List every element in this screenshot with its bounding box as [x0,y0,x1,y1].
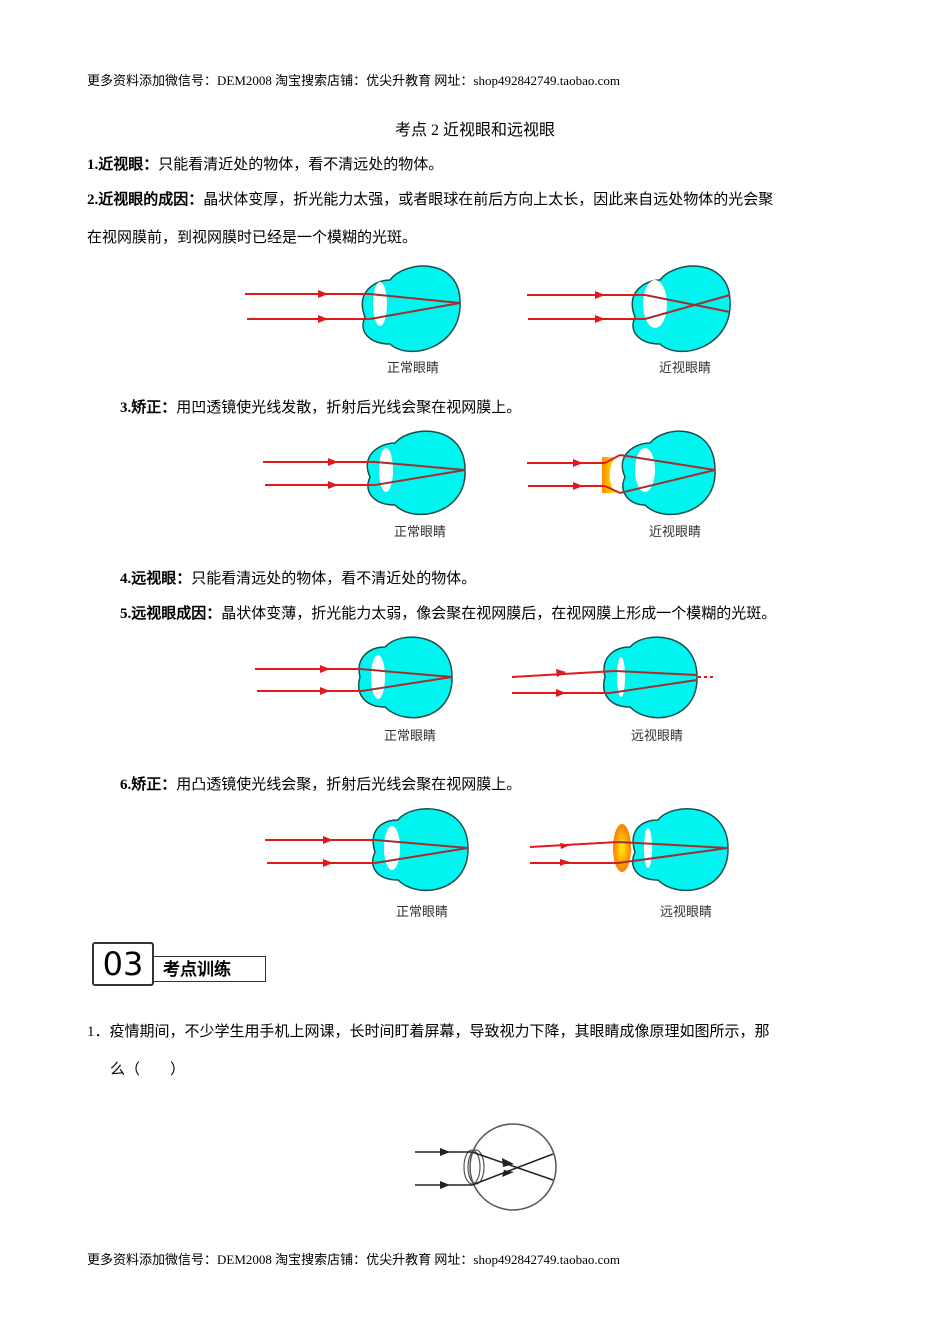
caption-hyperopic-eye: 远视眼睛 [660,905,713,920]
point-6: 6.矫正：用凸透镜使光线会聚，折射后光线会聚在视网膜上。 [120,773,521,794]
point-2-cont: 在视网膜前，到视网膜时已经是一个模糊的光斑。 [87,230,418,246]
caption-normal-eye: 正常眼睛 [384,729,437,744]
caption-normal-eye: 正常眼睛 [394,525,447,540]
point-label: 5.远视眼成因： [120,606,222,622]
figure-concave-correction [263,430,716,516]
point-text: 只能看清近处的物体，看不清远处的物体。 [158,157,444,173]
point-label: 1.近视眼： [87,157,159,173]
point-text: 晶状体变薄，折光能力太弱，像会聚在视网膜后，在视网膜上形成一个模糊的光斑。 [221,606,777,622]
normal-eye-diagram [265,808,469,892]
point-label: 3.矫正： [120,400,177,416]
point-text: 晶状体变厚，折光能力太强，或者眼球在前后方向上太长，因此来自远处物体的光会聚 [203,192,774,208]
point-label: 2.近视眼的成因： [87,192,204,208]
badge-label: 考点训练 [150,956,266,982]
normal-eye-diagram [255,636,453,719]
normal-eye-diagram [263,430,466,516]
figure-normal-vs-myopic [245,265,731,353]
question-eye-diagram [415,1123,557,1211]
point-2: 2.近视眼的成因：晶状体变厚，折光能力太强，或者眼球在前后方向上太长，因此来自远… [87,188,773,209]
point-5: 5.远视眼成因：晶状体变薄，折光能力太弱，像会聚在视网膜后，在视网膜上形成一个模… [120,602,776,623]
caption-myopic-eye: 近视眼睛 [649,525,702,540]
page-header: 更多资料添加微信号：DEM2008 淘宝搜索店铺：优尖升教育 网址：shop49… [87,73,620,88]
caption-hyperopic-eye: 远视眼睛 [631,729,684,744]
point-1: 1.近视眼：只能看清近处的物体，看不清远处的物体。 [87,153,443,174]
caption-normal-eye: 正常眼睛 [396,905,449,920]
caption-normal-eye: 正常眼睛 [387,361,440,376]
question-1-cont: 么（ ） [110,1062,186,1078]
figure-convex-correction [265,808,729,892]
hyperopic-eye-with-convex-lens [529,808,729,892]
point-3: 3.矫正：用凹透镜使光线发散，折射后光线会聚在视网膜上。 [120,396,521,417]
point-4: 4.远视眼：只能看清远处的物体，看不清近处的物体。 [120,567,476,588]
point-text: 只能看清远处的物体，看不清近处的物体。 [191,571,477,587]
section-title: 考点 2 近视眼和远视眼 [394,122,555,139]
point-label: 4.远视眼： [120,571,192,587]
question-1: 1．疫情期间，不少学生用手机上网课，长时间盯着屏幕，导致视力下降，其眼睛成像原理… [87,1024,770,1040]
concave-lens-icon [602,457,615,493]
badge-number: 03 [92,942,154,986]
figure-normal-vs-hyperopic [255,636,715,719]
point-text: 用凹透镜使光线发散，折射后光线会聚在视网膜上。 [176,400,522,416]
myopic-eye-diagram [527,265,731,353]
normal-eye-diagram [245,265,461,353]
myopic-eye-with-concave-lens [527,430,716,516]
point-text: 用凸透镜使光线会聚，折射后光线会聚在视网膜上。 [176,777,522,793]
convex-lens-icon [613,824,631,872]
hyperopic-eye-diagram [511,636,715,719]
point-label: 6.矫正： [120,777,177,793]
page-footer: 更多资料添加微信号：DEM2008 淘宝搜索店铺：优尖升教育 网址：shop49… [87,1252,620,1267]
caption-myopic-eye: 近视眼睛 [659,361,712,376]
